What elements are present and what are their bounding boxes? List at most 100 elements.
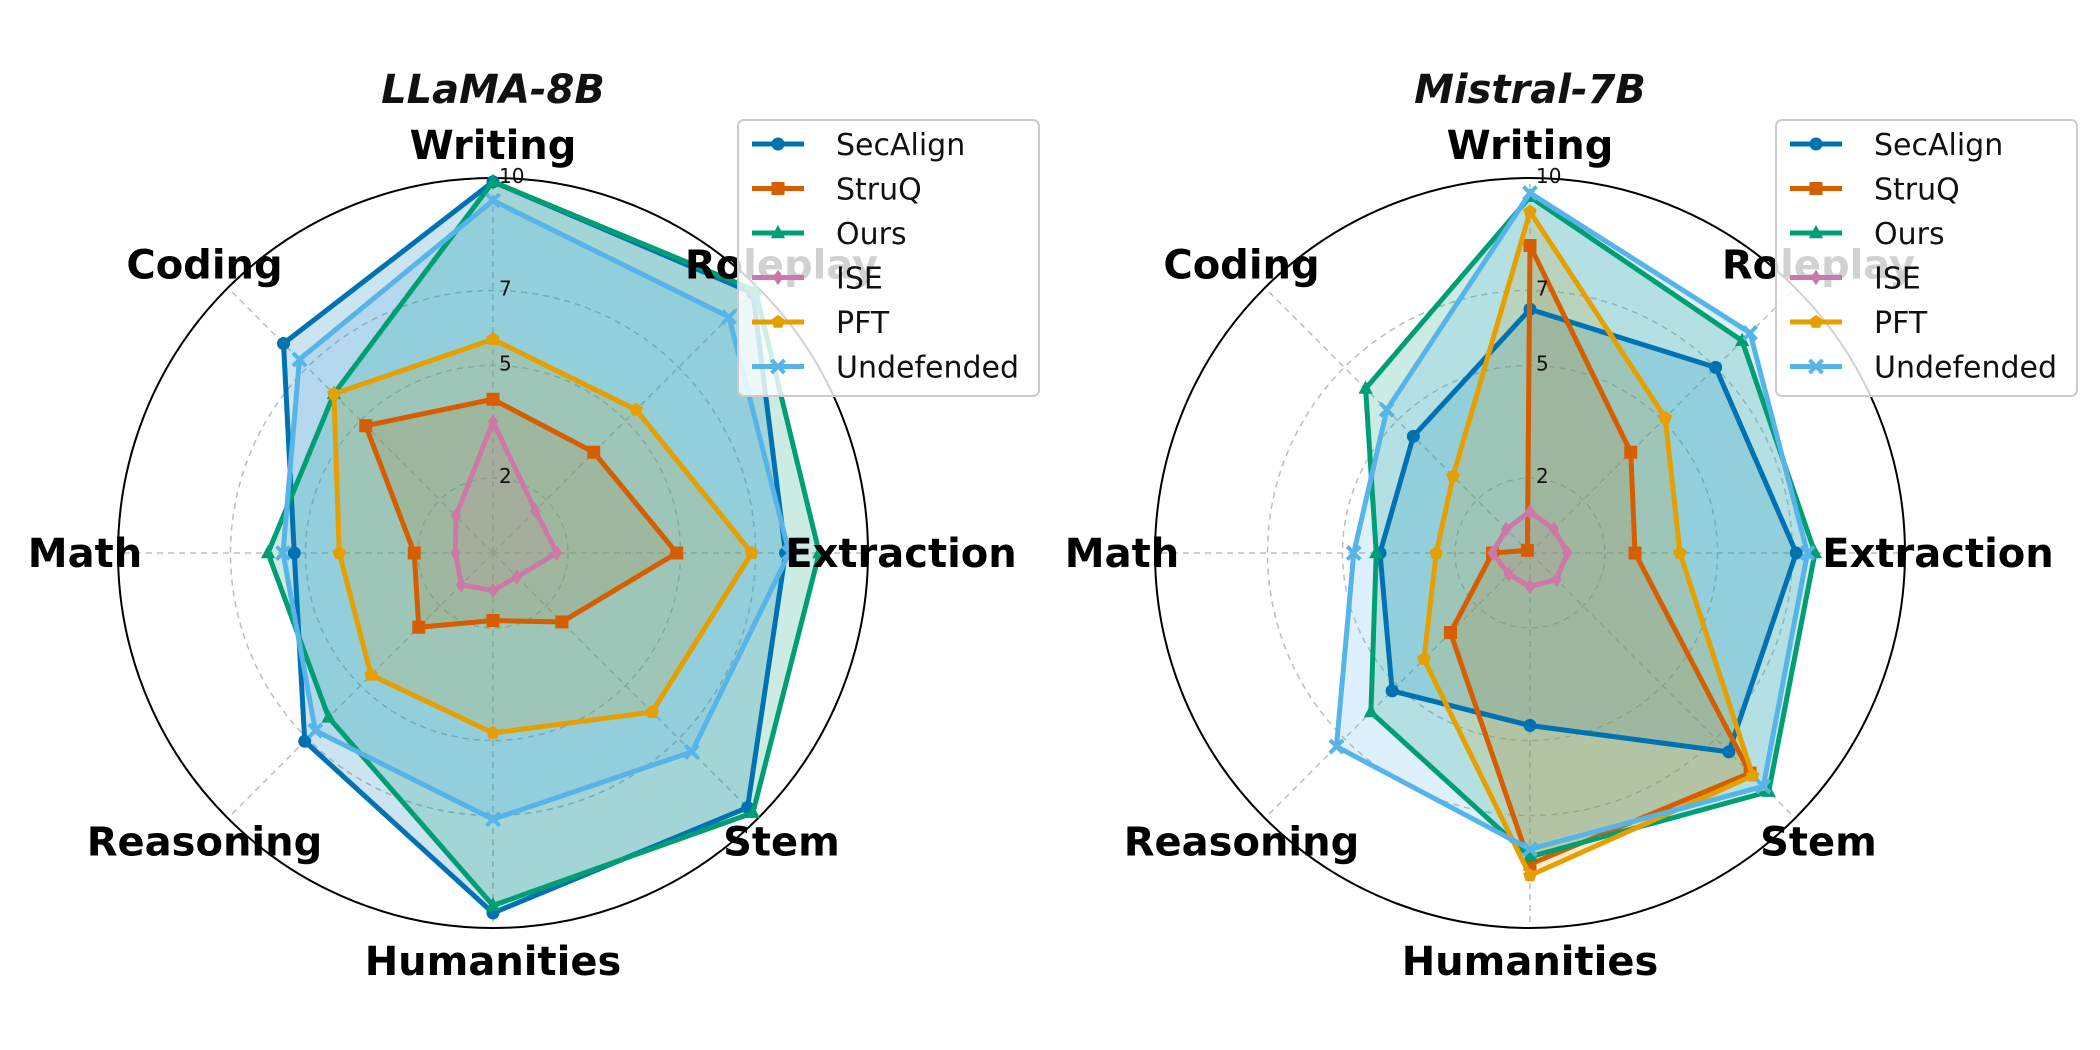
data-point-ise xyxy=(511,569,523,585)
data-point-pft xyxy=(486,725,500,739)
data-point-pft xyxy=(1745,768,1760,782)
legend-marker xyxy=(1810,269,1822,286)
data-point-pft xyxy=(1658,410,1673,424)
legend-label: PFT xyxy=(836,306,890,341)
data-point-undefended xyxy=(1742,324,1759,341)
legend-item-undefended: Undefended xyxy=(752,351,1019,386)
legend-marker xyxy=(771,314,785,328)
radial-tick-label: 10 xyxy=(499,164,524,188)
data-point-ours xyxy=(812,544,827,559)
data-point-ours xyxy=(485,173,501,187)
data-point-pft xyxy=(645,704,659,718)
data-point-struq xyxy=(1628,546,1642,560)
data-point-undefended xyxy=(275,545,291,561)
legend-marker xyxy=(1809,314,1823,328)
legend-label: StruQ xyxy=(1874,173,1960,208)
data-point-pft xyxy=(1523,868,1537,882)
radial-tick-label: 10 xyxy=(1536,164,1561,188)
data-point-pft xyxy=(1417,651,1431,665)
data-point-secalign xyxy=(277,337,291,351)
legend-item-undefended: Undefended xyxy=(1790,351,2057,386)
data-point-ise xyxy=(487,582,499,599)
data-point-undefended xyxy=(1378,401,1395,418)
data-point-struq xyxy=(412,620,426,634)
legend-item-struq: StruQ xyxy=(752,173,922,208)
data-point-undefended xyxy=(1755,778,1772,795)
category-label-math: Math xyxy=(1065,531,1179,577)
data-point-struq xyxy=(587,445,601,459)
grid-spoke xyxy=(492,287,759,554)
legend-marker xyxy=(1809,137,1823,151)
legend-marker xyxy=(770,224,786,239)
legend-item-ours: Ours xyxy=(752,217,907,252)
data-point-struq xyxy=(486,392,500,406)
legend-label: StruQ xyxy=(836,173,922,208)
data-point-secalign xyxy=(1523,719,1537,732)
grid-spoke xyxy=(1264,552,1531,819)
data-point-ise xyxy=(530,502,541,519)
category-label-extraction: Extraction xyxy=(785,531,1016,577)
data-point-ise xyxy=(450,508,462,524)
data-point-undefended xyxy=(291,351,308,368)
data-point-struq xyxy=(1523,239,1537,252)
data-point-pft xyxy=(1446,468,1460,482)
data-point-undefended xyxy=(1522,841,1538,858)
data-point-pft xyxy=(1523,204,1537,218)
data-point-ours xyxy=(260,544,276,559)
chart-title: LLaMA-8B xyxy=(381,67,605,113)
legend-box xyxy=(1775,119,2078,397)
category-label-extraction: Extraction xyxy=(1822,531,2053,577)
series-fill-pft xyxy=(333,339,752,733)
radar-chart-llama: 25710WritingRoleplayExtractionStemHumani… xyxy=(28,67,1040,985)
legend-label: Ours xyxy=(836,217,907,252)
data-point-secalign xyxy=(298,734,312,748)
legend-label: SecAlign xyxy=(836,128,965,163)
legend-item-ours: Ours xyxy=(1790,217,1945,252)
series-fill-struq xyxy=(365,399,677,628)
category-label-writing: Writing xyxy=(1447,123,1614,169)
legend-label: Ours xyxy=(1874,217,1945,252)
data-point-pft xyxy=(1673,545,1687,559)
legend-marker xyxy=(770,358,786,375)
data-point-ise xyxy=(1500,521,1512,537)
legend-item-ise: ISE xyxy=(752,262,883,297)
legend-label: Undefended xyxy=(1874,351,2057,386)
category-label-math: Math xyxy=(28,531,142,577)
data-point-pft xyxy=(744,545,759,559)
data-point-struq xyxy=(486,614,500,627)
category-label-humanities: Humanities xyxy=(1402,939,1659,985)
series-undefended xyxy=(1328,185,1816,858)
series-fill-ours xyxy=(268,181,820,906)
data-point-struq xyxy=(1443,626,1457,640)
category-label-reasoning: Reasoning xyxy=(87,819,323,865)
legend-label: ISE xyxy=(836,262,883,297)
data-point-ise xyxy=(1562,545,1573,561)
data-point-undefended xyxy=(721,309,737,325)
legend-marker xyxy=(771,182,785,195)
series-struq xyxy=(359,392,684,634)
data-point-ise xyxy=(1524,503,1536,520)
data-point-secalign xyxy=(1722,745,1736,759)
legend-item-pft: PFT xyxy=(1790,306,1928,341)
data-point-undefended xyxy=(1522,185,1538,201)
data-point-pft xyxy=(327,386,341,400)
data-point-ours xyxy=(745,804,761,819)
series-secalign xyxy=(1373,302,1803,759)
grid-spoke xyxy=(492,552,759,819)
data-point-ise xyxy=(487,413,499,430)
data-point-ours xyxy=(1734,332,1750,347)
data-point-struq xyxy=(670,546,684,560)
legend-item-pft: PFT xyxy=(752,306,890,341)
data-point-secalign xyxy=(1709,360,1723,374)
grid-spoke xyxy=(1264,287,1531,554)
radial-tick-label: 5 xyxy=(1536,352,1549,376)
data-point-struq xyxy=(407,546,421,560)
legend-item-struq: StruQ xyxy=(1790,173,1960,208)
category-label-writing: Writing xyxy=(410,123,577,169)
series-pft xyxy=(327,332,759,739)
data-point-undefended xyxy=(781,545,798,561)
category-label-humanities: Humanities xyxy=(365,939,622,985)
data-point-secalign xyxy=(1406,429,1420,443)
data-point-ours xyxy=(1522,848,1538,862)
series-fill-pft xyxy=(1423,211,1753,876)
